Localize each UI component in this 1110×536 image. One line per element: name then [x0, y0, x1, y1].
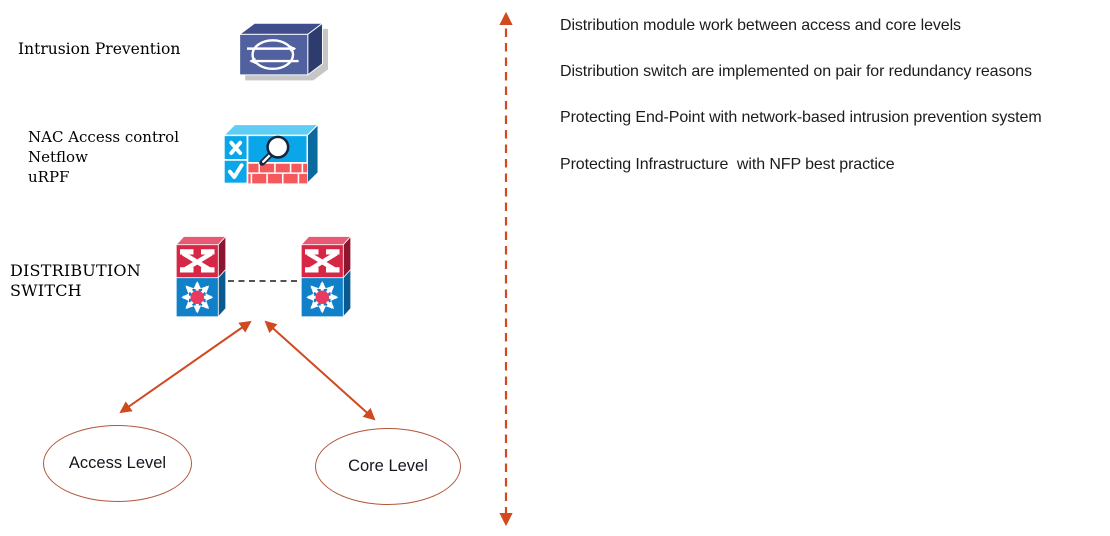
distribution-switch-label-line-2: SWITCH: [10, 280, 82, 300]
nac-firewall-icon: [222, 123, 320, 185]
nac-top-face: [222, 124, 320, 136]
note-infrastructure-protection: Protecting Infrastructure with NFP best …: [560, 156, 895, 173]
access-level-node: Access Level: [43, 425, 192, 502]
ips-flow-arrows: [247, 45, 299, 65]
intrusion-prevention-icon: [238, 22, 328, 81]
distribution-switch-label: DISTRIBUTION SWITCH: [10, 261, 141, 300]
arrow-distribution-to-access: [119, 320, 252, 414]
nac-label-line-2: Netflow: [28, 148, 88, 166]
check-mark-icon: [227, 163, 244, 179]
cell-dividers: [223, 135, 308, 184]
nac-side-face: [306, 123, 319, 185]
arrow-distribution-to-core: [264, 320, 376, 421]
note-endpoint-protection: Protecting End-Point with network-based …: [560, 109, 1042, 126]
brick-wall: [247, 162, 308, 184]
x-mark-icon: [229, 140, 243, 155]
core-level-node: Core Level: [315, 428, 461, 505]
intrusion-prevention-label: Intrusion Prevention: [18, 40, 181, 58]
distribution-switch-label-line-1: DISTRIBUTION: [10, 261, 141, 280]
core-level-label: Core Level: [348, 457, 428, 475]
nac-label: NAC Access control Netflow uRPF: [28, 127, 179, 187]
ips-ellipse-glyph: [251, 39, 295, 71]
nac-label-line-3: uRPF: [28, 168, 70, 186]
nac-label-line-1: NAC Access control: [28, 128, 179, 146]
distribution-switch-icon-left: [171, 235, 231, 319]
note-distribution-module: Distribution module work between access …: [560, 17, 961, 34]
access-level-label: Access Level: [68, 454, 167, 472]
magnifier-icon: [259, 135, 290, 166]
distribution-switch-icon-right: [296, 235, 356, 319]
note-redundancy: Distribution switch are implemented on p…: [560, 63, 1032, 80]
